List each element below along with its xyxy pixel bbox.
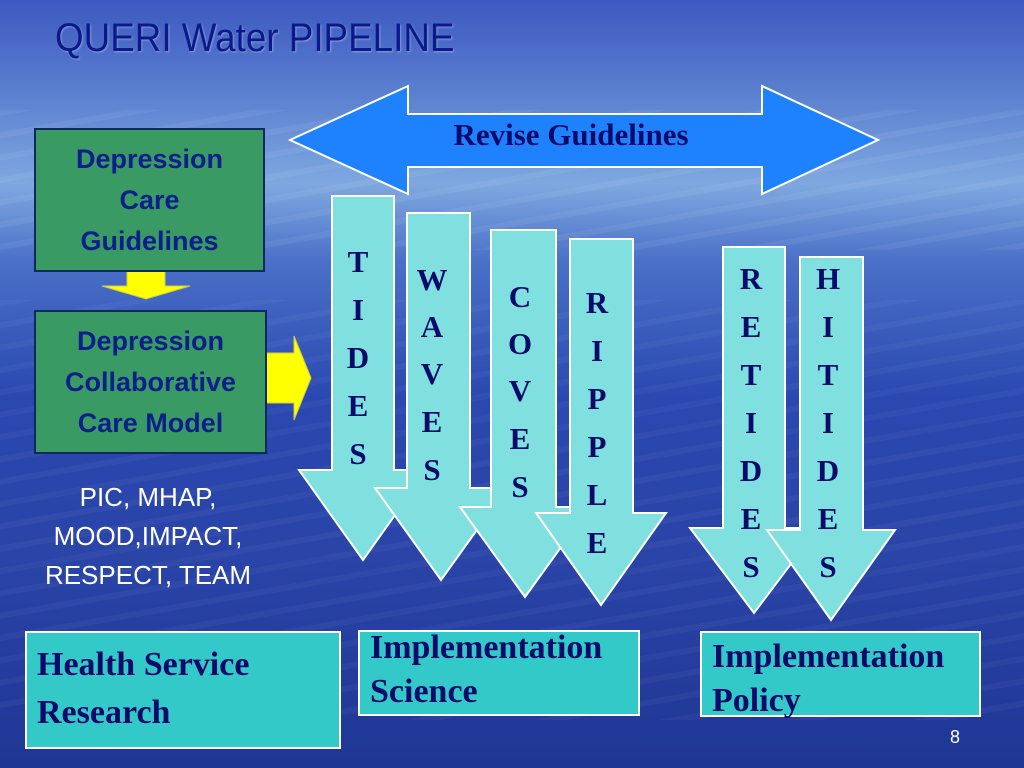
- arrow-letter: I: [822, 309, 834, 344]
- ripple-arrow: [534, 238, 668, 607]
- arrow-letter: S: [423, 452, 440, 487]
- box-line: Science: [370, 673, 478, 710]
- arrow-letter: S: [511, 469, 528, 504]
- box-line: Care: [119, 184, 180, 215]
- box-line: Research: [37, 694, 171, 731]
- revise-guidelines-label: Revise Guidelines: [453, 117, 688, 152]
- arrow-letter: E: [510, 421, 531, 456]
- arrow-letter: I: [745, 405, 757, 440]
- arrow-letter: H: [816, 261, 840, 296]
- programs-line: RESPECT, TEAM: [44, 560, 252, 590]
- box-line: Collaborative: [64, 366, 237, 397]
- box-line: Policy: [712, 682, 801, 719]
- arrow-letter: E: [422, 404, 443, 439]
- box-line: Guidelines: [80, 225, 219, 256]
- arrow-letter: V: [509, 373, 532, 408]
- arrow-letter: E: [587, 525, 608, 560]
- arrow-letter: I: [352, 292, 364, 327]
- arrow-letter: A: [421, 309, 444, 344]
- arrow-letter: V: [421, 356, 444, 391]
- health-service-research-box: Health Service Research: [25, 631, 341, 749]
- slide-title: QUERI Water PIPELINE: [55, 16, 455, 60]
- arrow-letter: E: [348, 388, 369, 423]
- arrow-letter: R: [740, 261, 763, 296]
- programs-line: PIC, MHAP,: [79, 482, 217, 512]
- box-line: Health Service: [37, 646, 250, 683]
- arrow-letter: L: [587, 477, 608, 512]
- arrow-letter: I: [591, 333, 603, 368]
- arrow-letter: D: [740, 453, 762, 488]
- implementation-science-box: Implementation Science: [358, 629, 640, 716]
- arrow-letter: C: [509, 279, 531, 314]
- box-line: Implementation: [370, 629, 603, 666]
- arrow-letter: E: [741, 501, 762, 536]
- arrow-letter: W: [417, 262, 448, 297]
- arrow-letter: T: [741, 357, 762, 392]
- programs-label: PIC, MHAP, MOOD,IMPACT, RESPECT, TEAM: [0, 478, 296, 595]
- arrow-letter: P: [588, 381, 607, 416]
- programs-line: MOOD,IMPACT,: [53, 521, 243, 551]
- arrow-letter: S: [819, 549, 836, 584]
- arrow-letter: S: [349, 436, 366, 471]
- arrow-letter: T: [818, 357, 839, 392]
- coves-arrow: [458, 229, 592, 599]
- arrow-letter: R: [586, 285, 609, 320]
- implementation-policy-box: Implementation Policy: [700, 631, 981, 719]
- box-line: Care Model: [77, 407, 224, 438]
- right-yellow-arrow: [265, 335, 312, 421]
- hitides-arrow: [765, 256, 897, 622]
- arrow-letter: S: [742, 549, 759, 584]
- waves-arrow: [373, 212, 509, 582]
- box-line: Depression: [75, 143, 224, 174]
- arrow-letter: D: [347, 340, 369, 375]
- box-line: Depression: [76, 325, 225, 356]
- collaborative-care-model-box: Depression Collaborative Care Model: [34, 310, 267, 454]
- arrow-letter: E: [818, 501, 839, 536]
- revise-guidelines-arrow: [287, 84, 881, 196]
- arrow-letter: O: [508, 326, 532, 361]
- depression-care-guidelines-box: Depression Care Guidelines: [34, 128, 265, 272]
- page-number: 8: [950, 727, 961, 747]
- arrow-letter: T: [348, 244, 369, 279]
- arrow-letter: D: [817, 453, 839, 488]
- arrow-letter: P: [588, 429, 607, 464]
- retides-arrow: [687, 246, 821, 615]
- arrow-letter: E: [741, 309, 762, 344]
- arrow-letter: I: [822, 405, 834, 440]
- box-line: Implementation: [712, 638, 945, 675]
